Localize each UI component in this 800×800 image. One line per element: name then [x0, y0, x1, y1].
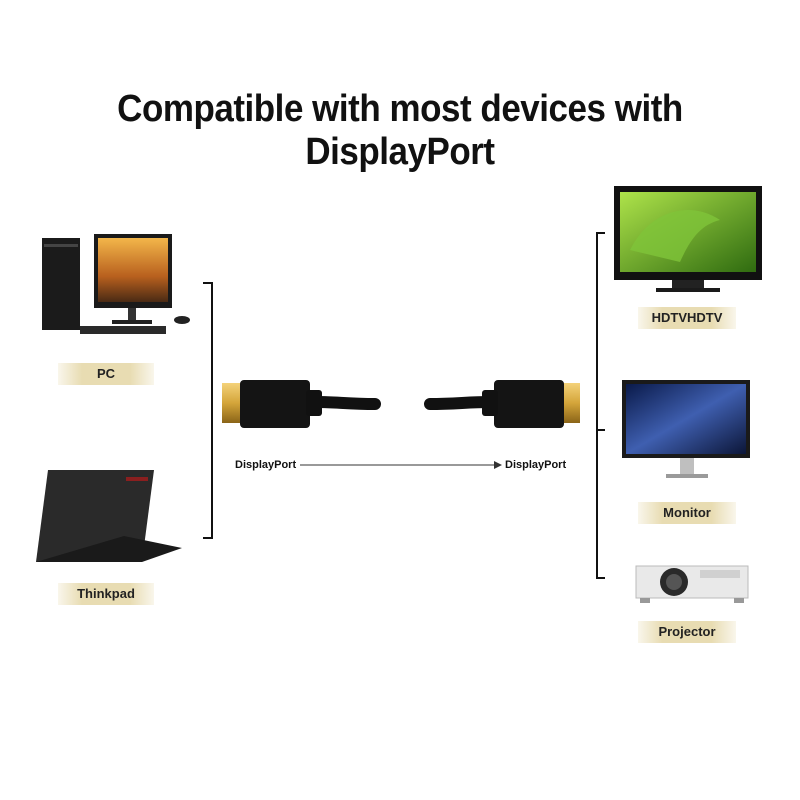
cable-left-label: DisplayPort [235, 459, 297, 471]
laptop-icon [36, 470, 182, 562]
left-connector-icon [222, 380, 322, 428]
right-bracket [596, 232, 605, 579]
displayport-cable-icon [222, 380, 580, 428]
desktop-pc-icon [42, 234, 190, 334]
device-label-monitor: Monitor [638, 502, 736, 524]
projector-icon [635, 565, 749, 603]
monitor-icon [622, 380, 750, 478]
page-title: Compatible with most devices with Displa… [117, 88, 683, 173]
device-label-pc: PC [58, 363, 154, 385]
device-label-thinkpad: Thinkpad [58, 583, 154, 605]
device-label-hdtv: HDTVHDTV [638, 307, 736, 329]
arrow-icon [300, 461, 502, 469]
hdtv-icon [614, 186, 762, 292]
cable-right-label: DisplayPort [505, 459, 567, 471]
device-label-projector: Projector [638, 621, 736, 643]
left-bracket [203, 282, 213, 539]
right-connector-icon [482, 380, 580, 428]
